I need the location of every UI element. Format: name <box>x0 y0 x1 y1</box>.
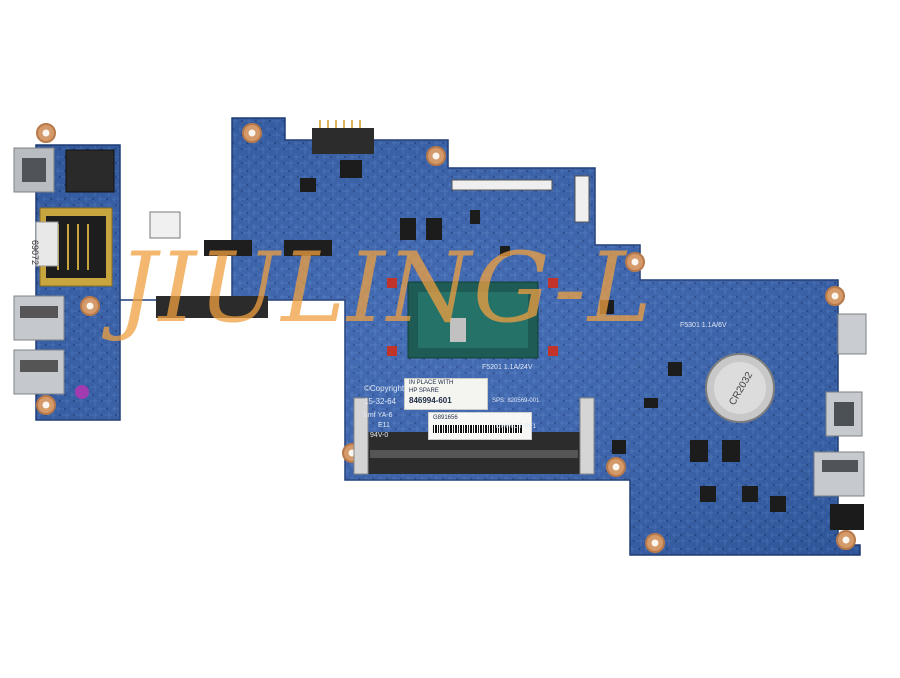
capacitor <box>75 385 89 399</box>
cpu-chip <box>407 281 539 359</box>
mounting-holes <box>36 123 856 553</box>
e11-text: E11 <box>378 422 390 429</box>
sticker-line1: IN PLACE WITH <box>409 380 454 386</box>
usb-port <box>13 295 65 395</box>
hdmi-port <box>65 149 115 193</box>
display-connector <box>451 179 553 191</box>
cmos-battery: CR2032 <box>705 353 775 423</box>
side-sticker-text: 69072 <box>30 240 40 266</box>
power-jack <box>837 313 867 355</box>
usb-port-right-2 <box>813 451 865 497</box>
sps-text: SPS: 820569-001 <box>492 398 540 404</box>
ethernet-port <box>13 147 55 193</box>
battery-connector <box>312 120 374 154</box>
copyright-text: ©Copyright <box>364 384 405 393</box>
sticker-line2: HP SPARE <box>409 388 439 394</box>
serial-label-sticker: G891656 <box>428 412 532 440</box>
bmf-text: bmf YA-6 <box>364 412 393 419</box>
audio-jack <box>830 504 864 530</box>
serial-number: G891656 <box>433 415 458 421</box>
sata-connector <box>156 296 268 318</box>
part-number: 846994-601 <box>409 396 452 405</box>
rating-text: 94V-0 <box>370 432 389 439</box>
part-label-sticker: IN PLACE WITH HP SPARE 846994-601 <box>404 378 488 410</box>
fuse-label-1: F5301 1.1A/6V <box>680 322 727 329</box>
watermark-text: JIULING-L <box>118 232 654 344</box>
barcode <box>433 425 523 433</box>
dimm-label: DIMM-CT: RF1 <box>496 424 536 430</box>
fuse-label-2: F5201 1.1A/24V <box>482 364 533 371</box>
sd-card-slot <box>39 207 113 287</box>
model-text: 15-32-64 <box>364 397 397 406</box>
